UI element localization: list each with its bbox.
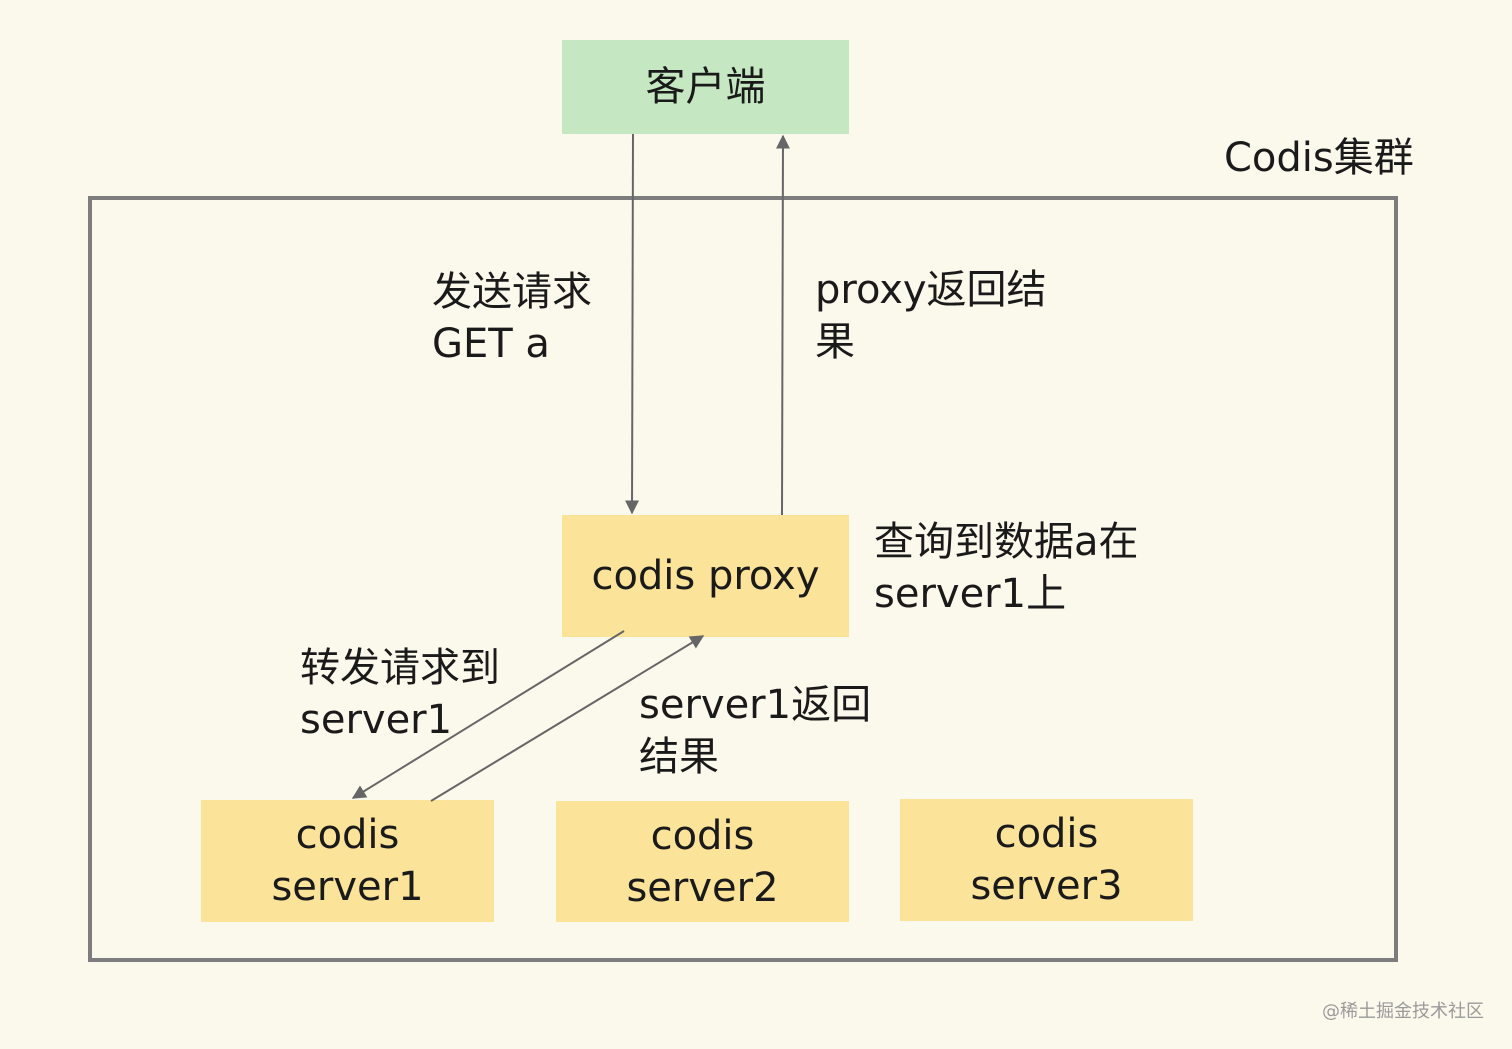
server1-to-proxy-arrow bbox=[430, 635, 705, 802]
server-return-label: server1返回 结果 bbox=[639, 682, 872, 780]
codis-proxy-box: codis proxy bbox=[562, 515, 849, 637]
codis-server1-box: codis server1 bbox=[201, 800, 494, 922]
cluster-label: Codis集群 bbox=[1224, 135, 1414, 181]
proxy-return-label: proxy返回结 果 bbox=[815, 267, 1047, 365]
codis-server1-label: codis server1 bbox=[271, 812, 424, 910]
proxy-to-server1-arrow bbox=[351, 630, 625, 799]
client-box: 客户端 bbox=[562, 40, 849, 134]
codis-server2-label: codis server2 bbox=[626, 812, 779, 911]
query-location-label: 查询到数据a在 server1上 bbox=[874, 519, 1139, 617]
codis-server3-box: codis server3 bbox=[900, 799, 1193, 921]
proxy-to-client-arrow bbox=[775, 134, 790, 516]
send-request-label: 发送请求 GET a bbox=[432, 269, 592, 367]
client-label: 客户端 bbox=[645, 64, 766, 110]
codis-proxy-label: codis proxy bbox=[591, 553, 820, 599]
watermark: @稀土掘金技术社区 bbox=[1322, 1001, 1484, 1022]
client-to-proxy-arrow bbox=[625, 133, 640, 515]
codis-cluster-frame bbox=[88, 196, 1398, 962]
forward-request-label: 转发请求到 server1 bbox=[300, 645, 500, 743]
codis-server3-label: codis server3 bbox=[970, 811, 1123, 909]
codis-server2-box: codis server2 bbox=[556, 801, 849, 922]
